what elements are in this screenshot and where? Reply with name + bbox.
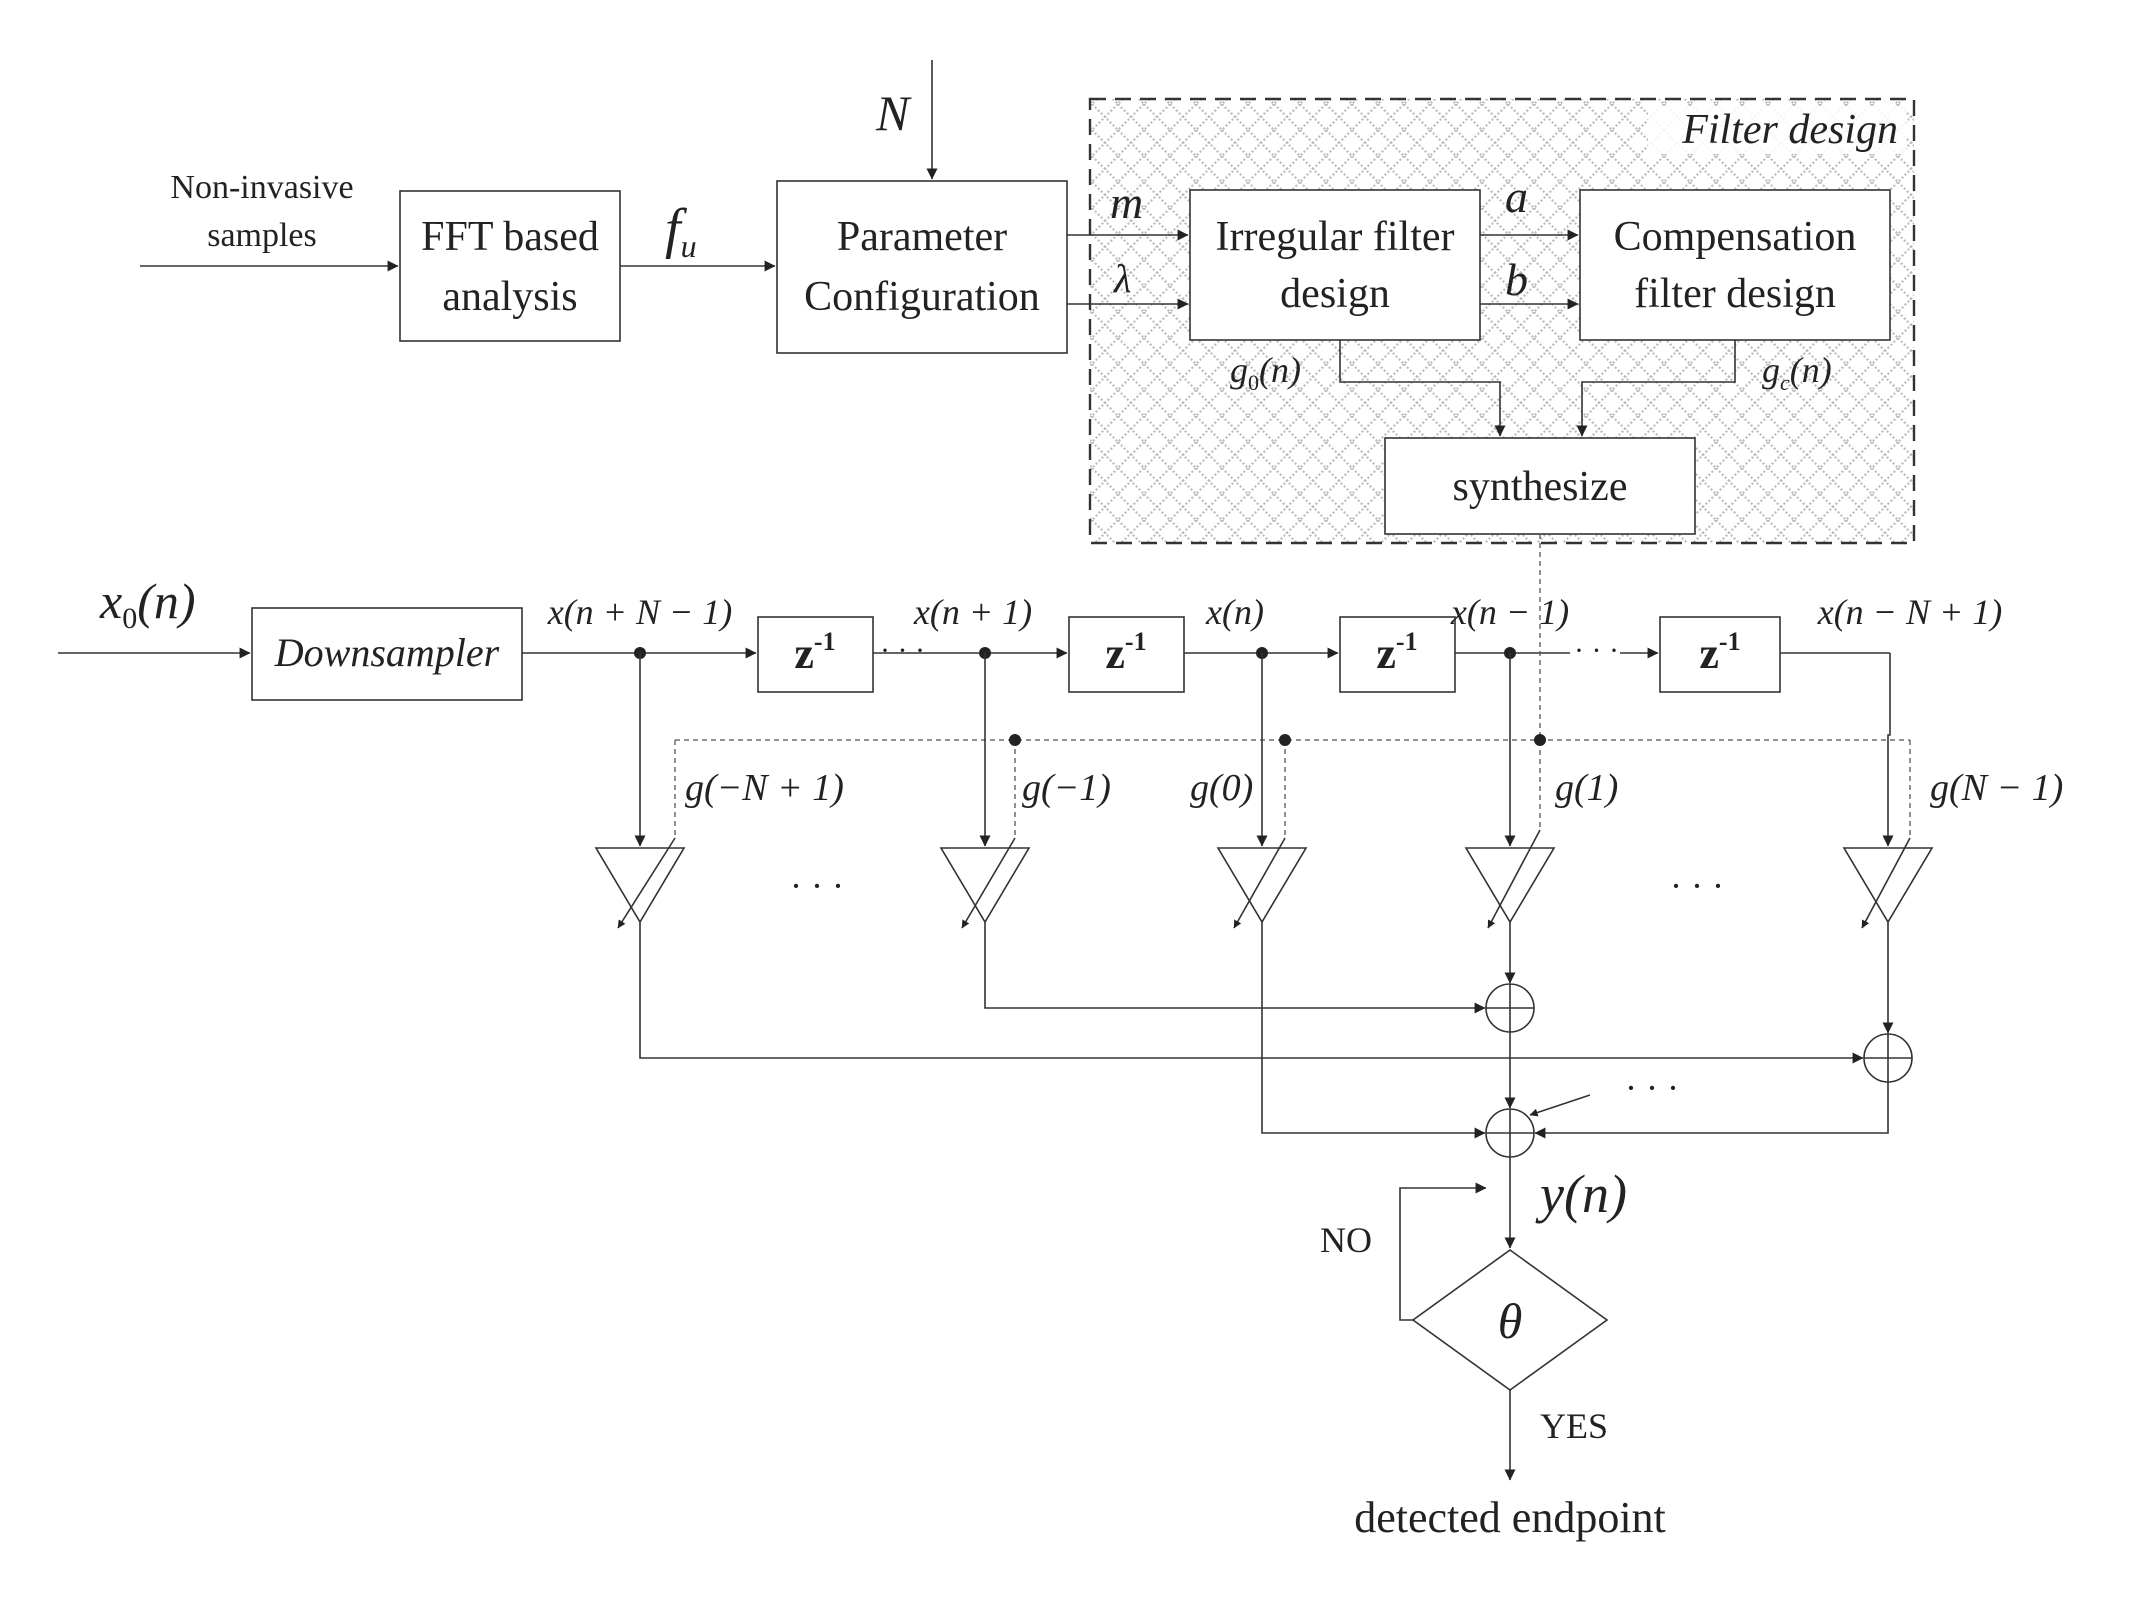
- tap-label-x-n-minus-1: x(n − 1): [1450, 592, 1569, 632]
- tap-label-x-n: x(n): [1205, 592, 1264, 632]
- synthesize-block: synthesize: [1384, 437, 1696, 535]
- detected-endpoint-label: detected endpoint: [1354, 1493, 1666, 1542]
- irregular-filter-block: Irregular filter design: [1189, 189, 1481, 341]
- svg-text:Downsampler: Downsampler: [274, 630, 500, 675]
- output-y-label: y(n): [1535, 1164, 1627, 1224]
- svg-text:FFT based: FFT based: [421, 214, 599, 260]
- delay-block-2: z-1: [1068, 616, 1185, 693]
- fft-analysis-block: FFT based analysis: [399, 190, 621, 342]
- samples-label-line2: samples: [207, 217, 317, 254]
- fu-label: fu: [665, 198, 697, 264]
- gain-label-g-0: g(0): [1190, 767, 1253, 809]
- ellipsis-delay-2: · · ·: [1574, 634, 1619, 667]
- g0-label: g0(n): [1230, 350, 1301, 395]
- svg-text:z-1: z-1: [1376, 627, 1417, 678]
- downsampler-block: Downsampler: [251, 607, 523, 701]
- compensation-filter-block: Compensation filter design: [1579, 189, 1891, 341]
- adder-2: [1863, 1033, 1913, 1083]
- gain-amplifier-5: [1842, 837, 1934, 929]
- threshold-decision: θ: [1411, 1249, 1609, 1391]
- tap-label-x-n-plus-1: x(n + 1): [913, 592, 1032, 632]
- ellipsis-gains-2: · · ·: [1670, 866, 1724, 906]
- no-label: NO: [1320, 1220, 1372, 1260]
- gain-label-g-N-minus-1: g(N − 1): [1930, 767, 2063, 809]
- svg-text:analysis: analysis: [442, 274, 577, 320]
- tap-label-x-n-plus-N-minus-1: x(n + N − 1): [547, 592, 733, 632]
- svg-text:Configuration: Configuration: [804, 274, 1040, 320]
- svg-text:Compensation: Compensation: [1614, 214, 1857, 260]
- gain-label-g-minus-1: g(−1): [1022, 767, 1111, 809]
- svg-text:z-1: z-1: [1699, 627, 1740, 678]
- svg-text:synthesize: synthesize: [1453, 464, 1628, 510]
- gain-amplifier-2: [939, 837, 1031, 929]
- x0-label: x0(n): [99, 573, 196, 635]
- gain-label-g-minus-N-plus-1: g(−N + 1): [685, 767, 844, 809]
- ellipsis-delay-1: · · ·: [880, 634, 925, 667]
- adder-final: [1485, 1108, 1535, 1158]
- b-label: b: [1505, 254, 1528, 305]
- svg-text:Parameter: Parameter: [837, 214, 1007, 260]
- adder-1: [1485, 983, 1535, 1033]
- N-label: N: [875, 85, 912, 141]
- yes-label: YES: [1540, 1406, 1608, 1446]
- m-label: m: [1110, 177, 1143, 228]
- gain-amplifier-3: [1216, 837, 1308, 929]
- lambda-label: λ: [1113, 256, 1131, 301]
- delay-block-3: z-1: [1339, 616, 1456, 693]
- ellipsis-gains-1: · · ·: [790, 866, 844, 906]
- tap-label-x-n-minus-N-plus-1: x(n − N + 1): [1817, 592, 2003, 632]
- samples-label-line1: Non-invasive: [170, 169, 353, 206]
- svg-text:θ: θ: [1498, 1293, 1523, 1349]
- parameter-configuration-block: Parameter Configuration: [776, 180, 1068, 354]
- svg-text:design: design: [1280, 271, 1390, 317]
- delay-block-4: z-1: [1659, 616, 1781, 693]
- filter-design-title: Filter design: [1681, 107, 1898, 153]
- svg-text:z-1: z-1: [1105, 627, 1146, 678]
- ellipsis-sum: · · ·: [1625, 1068, 1679, 1108]
- gain-label-g-1: g(1): [1555, 767, 1618, 809]
- svg-text:filter design: filter design: [1634, 271, 1836, 317]
- a-label: a: [1505, 171, 1528, 222]
- svg-text:Irregular filter: Irregular filter: [1215, 214, 1454, 260]
- svg-text:z-1: z-1: [794, 627, 835, 678]
- gain-amplifier-4: [1464, 829, 1556, 929]
- gain-amplifier-1: [594, 837, 686, 929]
- gc-label: gc(n): [1762, 350, 1832, 395]
- delay-block-1: z-1: [757, 616, 874, 693]
